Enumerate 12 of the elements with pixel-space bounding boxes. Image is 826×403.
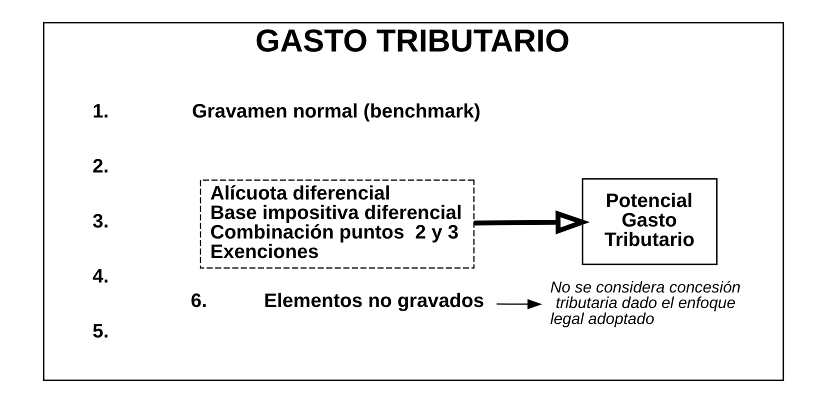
node-text: No se considera concesión tributaria dado el enfoque legal adoptado [550,279,740,328]
arrow [496,299,542,310]
label: 3. [92,210,108,232]
node-box: Alícuota diferencial Base impositiva diferencial Combinación puntos 2 y 3 Exenciones [199,180,474,269]
node-box: Potencial Gasto Tributario [581,178,718,266]
node-text: 6. Elementos no gravados [190,290,484,312]
label: 4. [92,265,108,288]
label: 2. [92,156,108,178]
label: 1. [92,100,108,123]
arrow [473,210,590,234]
label: Gravamen normal (benchmark) [191,100,480,123]
label: 5. [92,320,108,342]
